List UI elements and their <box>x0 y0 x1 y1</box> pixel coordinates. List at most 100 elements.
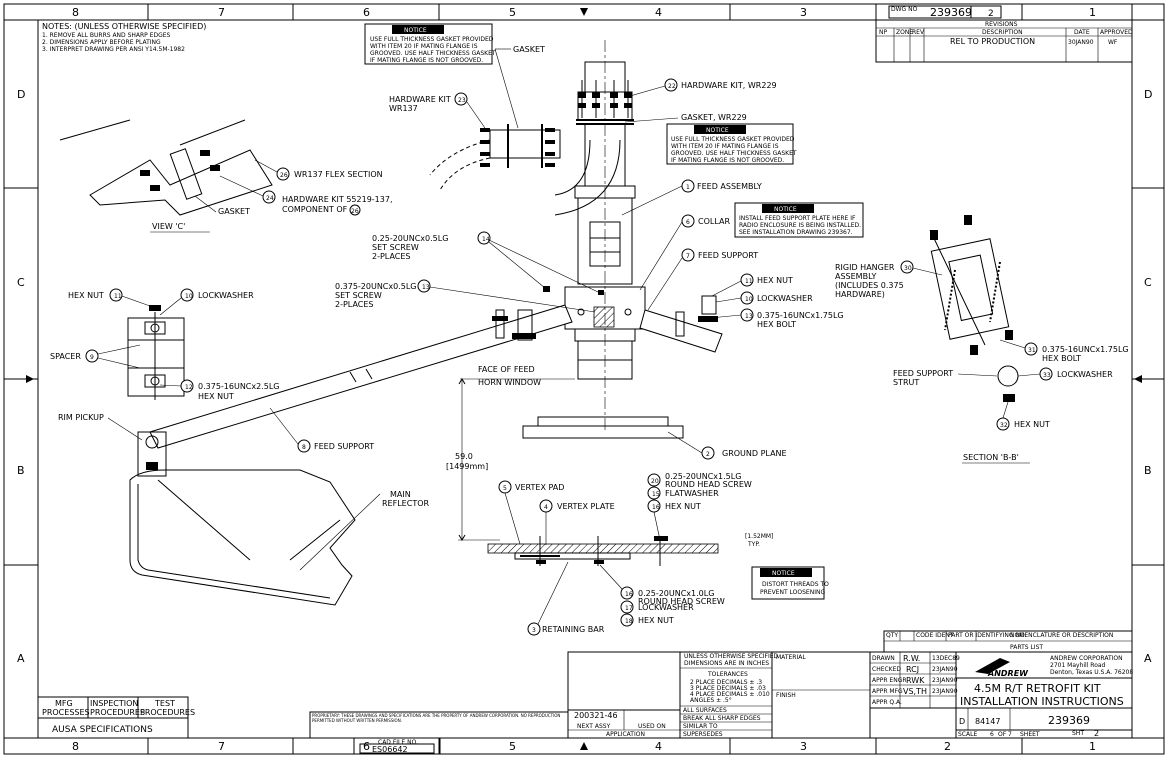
callout-30-label2: ASSEMBLY <box>835 272 876 281</box>
zone-row-c-right: C <box>1144 276 1152 289</box>
feed-support-strut-label: FEED SUPPORT <box>893 369 953 378</box>
callout-7-num: 7 <box>686 253 690 260</box>
view-c-label: VIEW 'C' <box>152 222 185 231</box>
note-3: 3. INTERPRET DRAWING PER ANSI Y14.5M-198… <box>42 46 185 53</box>
callout-13a-label: 0.375-20UNCx0.5LG <box>335 282 417 291</box>
sig-date-3: 23JAN90 <box>932 677 958 684</box>
callout-11a-label: HEX NUT <box>68 291 104 300</box>
rev-header-rev: REV <box>912 29 925 36</box>
callout-20-label2: ROUND HEAD SCREW <box>665 480 752 489</box>
dwg-no-value: 239369 <box>1048 714 1090 727</box>
title-block: 200321-46 NEXT ASSY USED ON APPLICATION … <box>567 630 1133 739</box>
dimension-59: FACE OF FEED HORN WINDOW 59.0 [1499mm] [… <box>446 365 773 548</box>
vertex-plate-drawing <box>487 536 719 566</box>
gasket-view-c-label: GASKET <box>218 207 250 216</box>
face-of-feed-label: FACE OF FEED <box>478 365 535 374</box>
callout-16a-num: 16 <box>652 504 660 511</box>
notice-1-header: NOTICE <box>404 27 427 34</box>
application-label: APPLICATION <box>606 731 645 738</box>
callout-10a-num: 10 <box>185 293 193 300</box>
parts-header-part: PART OR IDENTIFYING NO. <box>948 632 1026 639</box>
callout-1-num: 1 <box>686 184 690 191</box>
callout-24-label: HARDWARE KIT 55219-137, <box>282 195 393 204</box>
zone-row-c: C <box>17 276 25 289</box>
notice-box-1: NOTICE USE FULL THICKNESS GASKET PROVIDE… <box>364 23 496 65</box>
zone-col-4: 4 <box>655 6 662 19</box>
cad-file-value: ES06642 <box>372 745 408 754</box>
sig-role-1: DRAWN <box>872 655 895 662</box>
similar-label: SIMILAR TO <box>683 723 718 730</box>
callout-14-label: 0.25-20UNCx0.5LG <box>372 234 448 243</box>
callout-22-num: 22 <box>668 83 676 90</box>
callout-6-label: COLLAR <box>698 217 730 226</box>
callout-13b-num: 13 <box>745 313 753 320</box>
zone-row-labels: D C B A D C B A <box>17 88 1152 665</box>
callout-8-num: 8 <box>302 444 306 451</box>
main-reflector-drawing <box>129 469 356 606</box>
sheet-of-label: OF <box>998 731 1007 738</box>
notice-3-line-2: RADIO ENCLOSURE IS BEING INSTALLED. <box>739 222 861 229</box>
callout-18-num: 18 <box>625 618 633 625</box>
callout-12-label: 0.375-16UNCx2.5LG <box>198 382 280 391</box>
callout-13b-label: 0.375-16UNCx1.75LG <box>757 311 844 320</box>
feed-support-right-strut <box>639 295 723 353</box>
rev-header-np: NP <box>879 29 887 36</box>
typ-label: TYP. <box>747 541 760 548</box>
section-bb-label: SECTION 'B-B' <box>963 453 1019 462</box>
callout-10b-num: 10 <box>745 296 753 303</box>
callout-31-label: 0.375-16UNCx1.75LG <box>1042 345 1129 354</box>
callout-32-num: 32 <box>1000 422 1008 429</box>
callout-23-num: 23 <box>458 97 466 104</box>
finish-label: FINISH <box>776 692 796 699</box>
callout-23-label: HARDWARE KIT <box>389 95 451 104</box>
rev-row-approved: WF <box>1108 39 1118 46</box>
tolerance-line-2: 3 PLACE DECIMALS ± .03 <box>690 685 766 692</box>
sig-date-1: 13DEC89 <box>932 655 960 662</box>
rev-header-approved: APPROVED <box>1100 29 1133 36</box>
callout-24-ref: 26 <box>351 208 359 215</box>
notice-box-4: NOTICE DISTORT THREADS TO PREVENT LOOSEN… <box>751 566 829 600</box>
callout-32-label: HEX NUT <box>1014 420 1050 429</box>
callout-16b-label2: ROUND HEAD SCREW <box>638 597 725 606</box>
notice-1-line-3: GROOVED. USE HALF THICKNESS GASKET <box>370 50 496 57</box>
tolerance-line-4: ANGLES ± .5° <box>690 697 732 704</box>
callout-4-label: VERTEX PLATE <box>557 502 615 511</box>
callout-5-num: 5 <box>503 485 507 492</box>
scale-label: SCALE <box>958 731 977 738</box>
view-c-drawing: VIEW 'C' <box>59 119 273 233</box>
sheet-label: SHEET <box>1020 731 1040 738</box>
callout-1-label: FEED ASSEMBLY <box>697 182 762 191</box>
surface-label: ALL SURFACES <box>683 707 727 714</box>
callout-33-num: 33 <box>1043 372 1051 379</box>
tolerance-header1: UNLESS OTHERWISE SPECIFIED <box>684 653 779 660</box>
next-assy-label: NEXT ASSY <box>577 723 611 730</box>
sig-role-5: APPR Q.A. <box>872 699 902 706</box>
zone-col-1: 1 <box>1089 6 1096 19</box>
feed-support-left-strut <box>137 304 573 477</box>
page-label: SHT <box>1072 730 1084 737</box>
specs-inspection2: PROCEDURES <box>90 708 145 717</box>
zone-col-4-bottom: 4 <box>655 740 662 753</box>
sig-name-4: VS,TH <box>903 687 927 696</box>
sig-date-4: 23JAN90 <box>932 688 958 695</box>
rev-row-description: REL TO PRODUCTION <box>950 37 1035 46</box>
callout-13a-label3: 2-PLACES <box>335 300 374 309</box>
zone-col-8: 8 <box>72 6 79 19</box>
notice-4-line-1: DISTORT THREADS TO <box>762 581 829 588</box>
callout-30-num: 30 <box>904 265 912 272</box>
zone-col-7-bottom: 7 <box>218 740 225 753</box>
rev-row-date: 30JAN90 <box>1068 39 1094 46</box>
dimension-value: 59.0 <box>455 452 473 461</box>
callout-6-num: 6 <box>686 219 690 226</box>
used-on-label: USED ON <box>638 723 666 730</box>
main-reflector-label2: REFLECTOR <box>382 499 429 508</box>
zone-col-1-bottom: 1 <box>1089 740 1096 753</box>
callout-15-label: FLATWASHER <box>665 489 719 498</box>
rev-header-zone: ZONE <box>896 29 913 36</box>
callout-13a-label2: SET SCREW <box>335 291 382 300</box>
notice-3-header: NOTICE <box>774 206 797 213</box>
notice-2-header: NOTICE <box>706 127 729 134</box>
proprietary-text: PROPRIETARY: THESE DRAWINGS AND SPECIFIC… <box>312 713 561 723</box>
callout-11a-num: 11 <box>114 293 122 300</box>
